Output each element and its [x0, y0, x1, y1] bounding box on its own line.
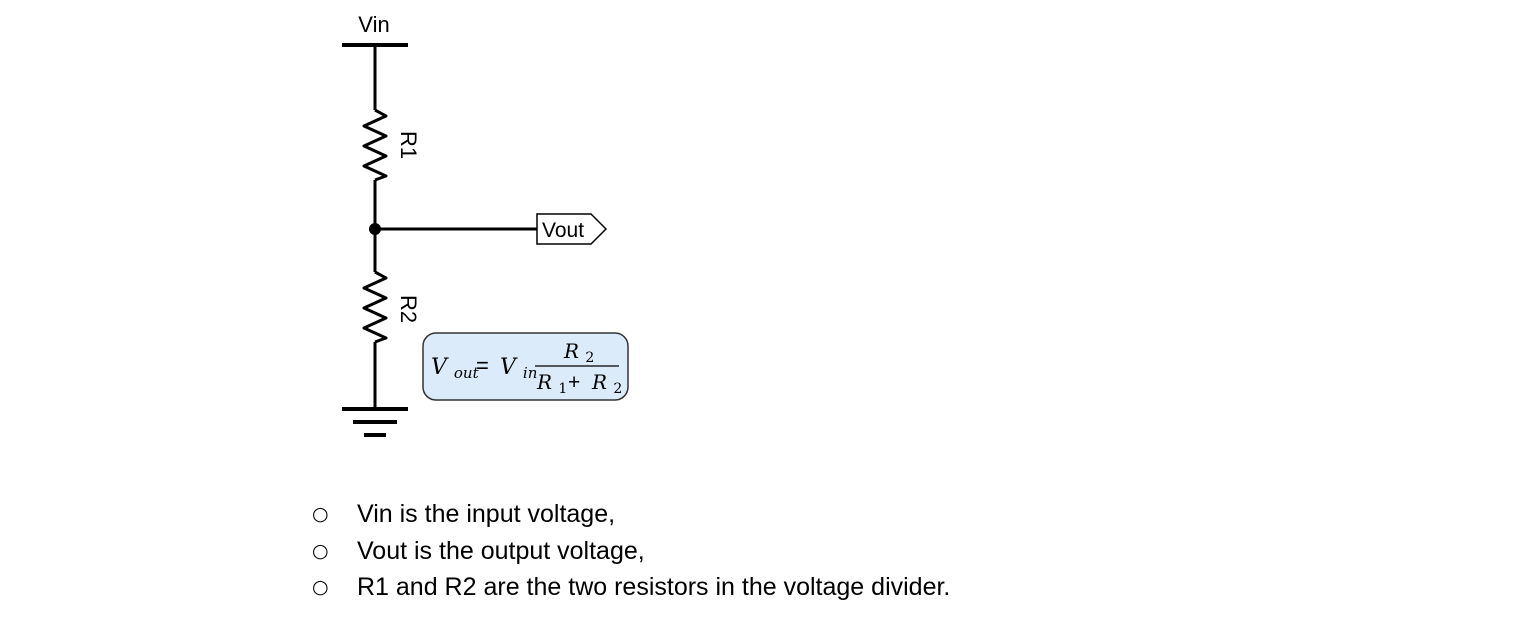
- formula-den-r1-sub: 1: [558, 381, 567, 397]
- formula-rhs-sub: in: [523, 364, 537, 382]
- r2-label: R2: [396, 295, 421, 323]
- bullet-text: Vout is the output voltage,: [357, 536, 645, 565]
- formula-equals: =: [476, 353, 489, 378]
- bullet-marker: ○: [312, 576, 329, 598]
- formula-plus: +: [568, 371, 580, 394]
- svg-text:R 2: R 2: [563, 339, 594, 366]
- formula-den-r2-base: R: [591, 370, 607, 394]
- svg-text:V in: V in: [500, 355, 537, 382]
- formula-lhs-sub: out: [454, 364, 480, 382]
- vout-label: Vout: [542, 219, 584, 242]
- formula-numerator-base: R: [563, 339, 579, 363]
- bullet-text: Vin is the input voltage,: [357, 500, 616, 528]
- ground-icon: [342, 407, 408, 437]
- bullet-marker: ○: [312, 539, 329, 562]
- formula-lhs-base: V: [431, 355, 449, 380]
- formula-rhs-base: V: [500, 355, 518, 380]
- svg-text:R 2: R 2: [591, 370, 622, 397]
- bullet-text: R1 and R2 are the two resistors in the v…: [357, 573, 951, 601]
- formula-den-r2-sub: 2: [613, 381, 622, 397]
- vout-port: Vout: [536, 213, 608, 245]
- formula-box: V out = V in R 2 R 1 + R 2: [422, 332, 629, 401]
- resistor-r1: [362, 108, 388, 182]
- formula-den-r1-base: R: [536, 370, 552, 394]
- resistor-r2: [362, 270, 388, 344]
- r1-label: R1: [396, 131, 421, 159]
- formula-numerator-sub: 2: [585, 350, 594, 366]
- svg-text:R 1: R 1: [536, 370, 567, 397]
- bullet-marker: ○: [312, 503, 329, 525]
- voltage-divider-diagram: Vin R1 Vout R2 V out =: [342, 12, 629, 437]
- vin-label: Vin: [358, 12, 389, 37]
- svg-text:V out: V out: [431, 355, 480, 382]
